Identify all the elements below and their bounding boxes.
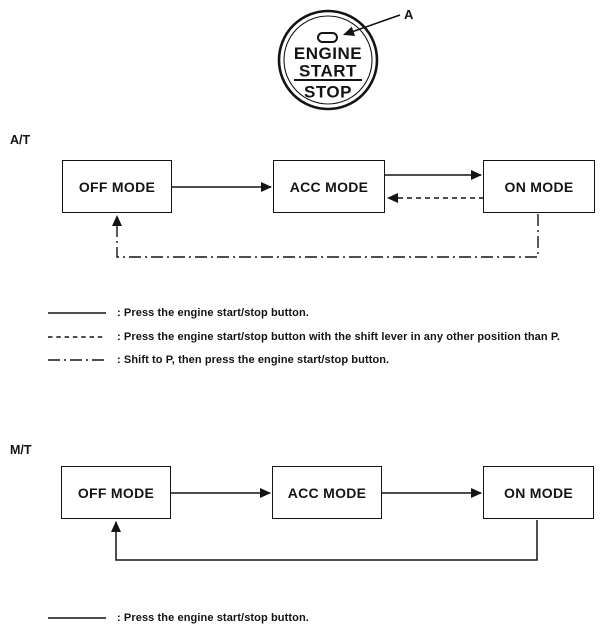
at-legend-row-solid: : Press the engine start/stop button. xyxy=(48,306,309,320)
mt-node-off-mode: OFF MODE xyxy=(61,466,171,519)
button-indicator-lamp xyxy=(317,32,338,43)
at-node-off-mode: OFF MODE xyxy=(62,160,172,213)
mt-legend-row-solid: : Press the engine start/stop button. xyxy=(48,611,309,625)
mt-node-on-mode: ON MODE xyxy=(483,466,594,519)
at-arrow-on-to-off-dashdot xyxy=(112,214,539,258)
at-transition-arrows xyxy=(112,170,539,258)
at-node-on-mode-label: ON MODE xyxy=(504,178,574,195)
at-node-off-mode-label: OFF MODE xyxy=(78,178,156,195)
at-legend-text-dashdot: : Shift to P, then press the engine star… xyxy=(117,354,390,366)
at-legend-text-dashed: : Press the engine start/stop button wit… xyxy=(117,331,561,343)
callout-arrow xyxy=(343,14,401,37)
mt-node-on-mode-label: ON MODE xyxy=(504,484,573,501)
button-text-start: START xyxy=(299,62,357,81)
at-legend-row-dashed: : Press the engine start/stop button wit… xyxy=(48,330,560,344)
mt-node-acc-mode-label: ACC MODE xyxy=(287,484,367,501)
mt-legend-text-solid: : Press the engine start/stop button. xyxy=(117,612,309,624)
at-section-label: A/T xyxy=(10,133,31,147)
start-stop-button-illustration: A ENGINE START STOP xyxy=(277,7,414,111)
at-node-on-mode: ON MODE xyxy=(483,160,595,213)
at-node-acc-mode: ACC MODE xyxy=(273,160,385,213)
at-legend-text-solid: : Press the engine start/stop button. xyxy=(117,307,309,319)
button-text-engine: ENGINE xyxy=(294,44,362,63)
dash-dot-line-swatch xyxy=(48,359,106,361)
solid-line-swatch xyxy=(48,617,106,619)
button-outer-ring xyxy=(277,9,379,111)
button-inner-ring xyxy=(283,15,373,105)
mt-node-off-mode-label: OFF MODE xyxy=(77,484,155,501)
mt-node-acc-mode: ACC MODE xyxy=(272,466,382,519)
button-text-stop: STOP xyxy=(304,83,352,102)
dashed-line-swatch xyxy=(48,336,106,338)
mt-transition-arrows xyxy=(111,488,538,561)
mt-section-label: M/T xyxy=(10,443,32,457)
solid-line-swatch xyxy=(48,312,106,314)
at-node-acc-mode-label: ACC MODE xyxy=(289,178,369,195)
mt-arrow-on-to-off xyxy=(111,520,538,561)
callout-label: A xyxy=(404,7,414,22)
at-legend-row-dashdot: : Shift to P, then press the engine star… xyxy=(48,353,389,367)
